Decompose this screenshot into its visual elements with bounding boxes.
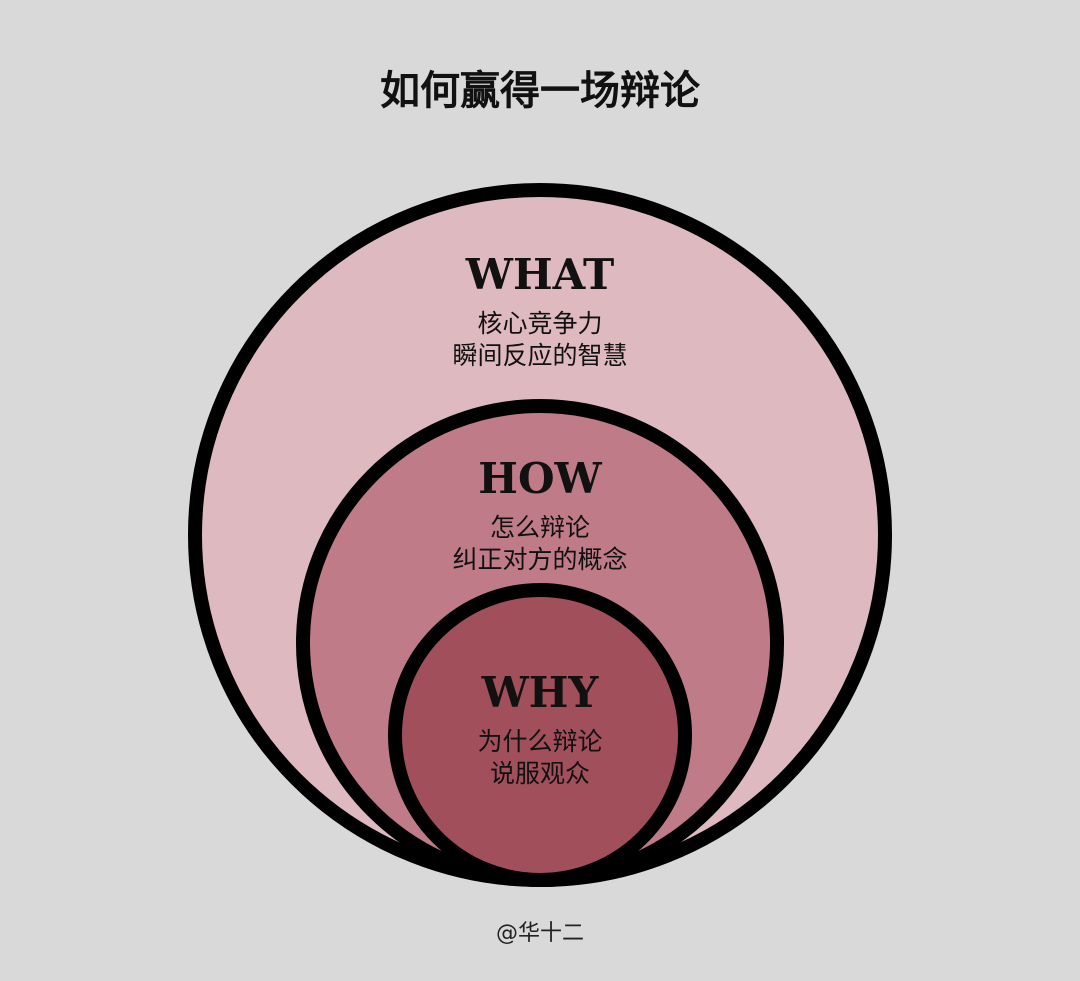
how-line1: 怎么辩论: [489, 513, 590, 542]
why-line2: 说服观众: [489, 759, 590, 788]
why-heading: WHY: [481, 668, 599, 717]
how-heading: HOW: [478, 454, 602, 503]
author-credit: @华十二: [495, 921, 584, 946]
what-line2: 瞬间反应的智慧: [452, 341, 628, 370]
circle-why: [388, 583, 692, 887]
diagram-title: 如何赢得一场辩论: [380, 67, 700, 114]
how-line2: 纠正对方的概念: [452, 545, 628, 574]
what-heading: WHAT: [465, 250, 615, 299]
why-line1: 为什么辩论: [477, 727, 603, 756]
what-line1: 核心竞争力: [477, 309, 603, 338]
